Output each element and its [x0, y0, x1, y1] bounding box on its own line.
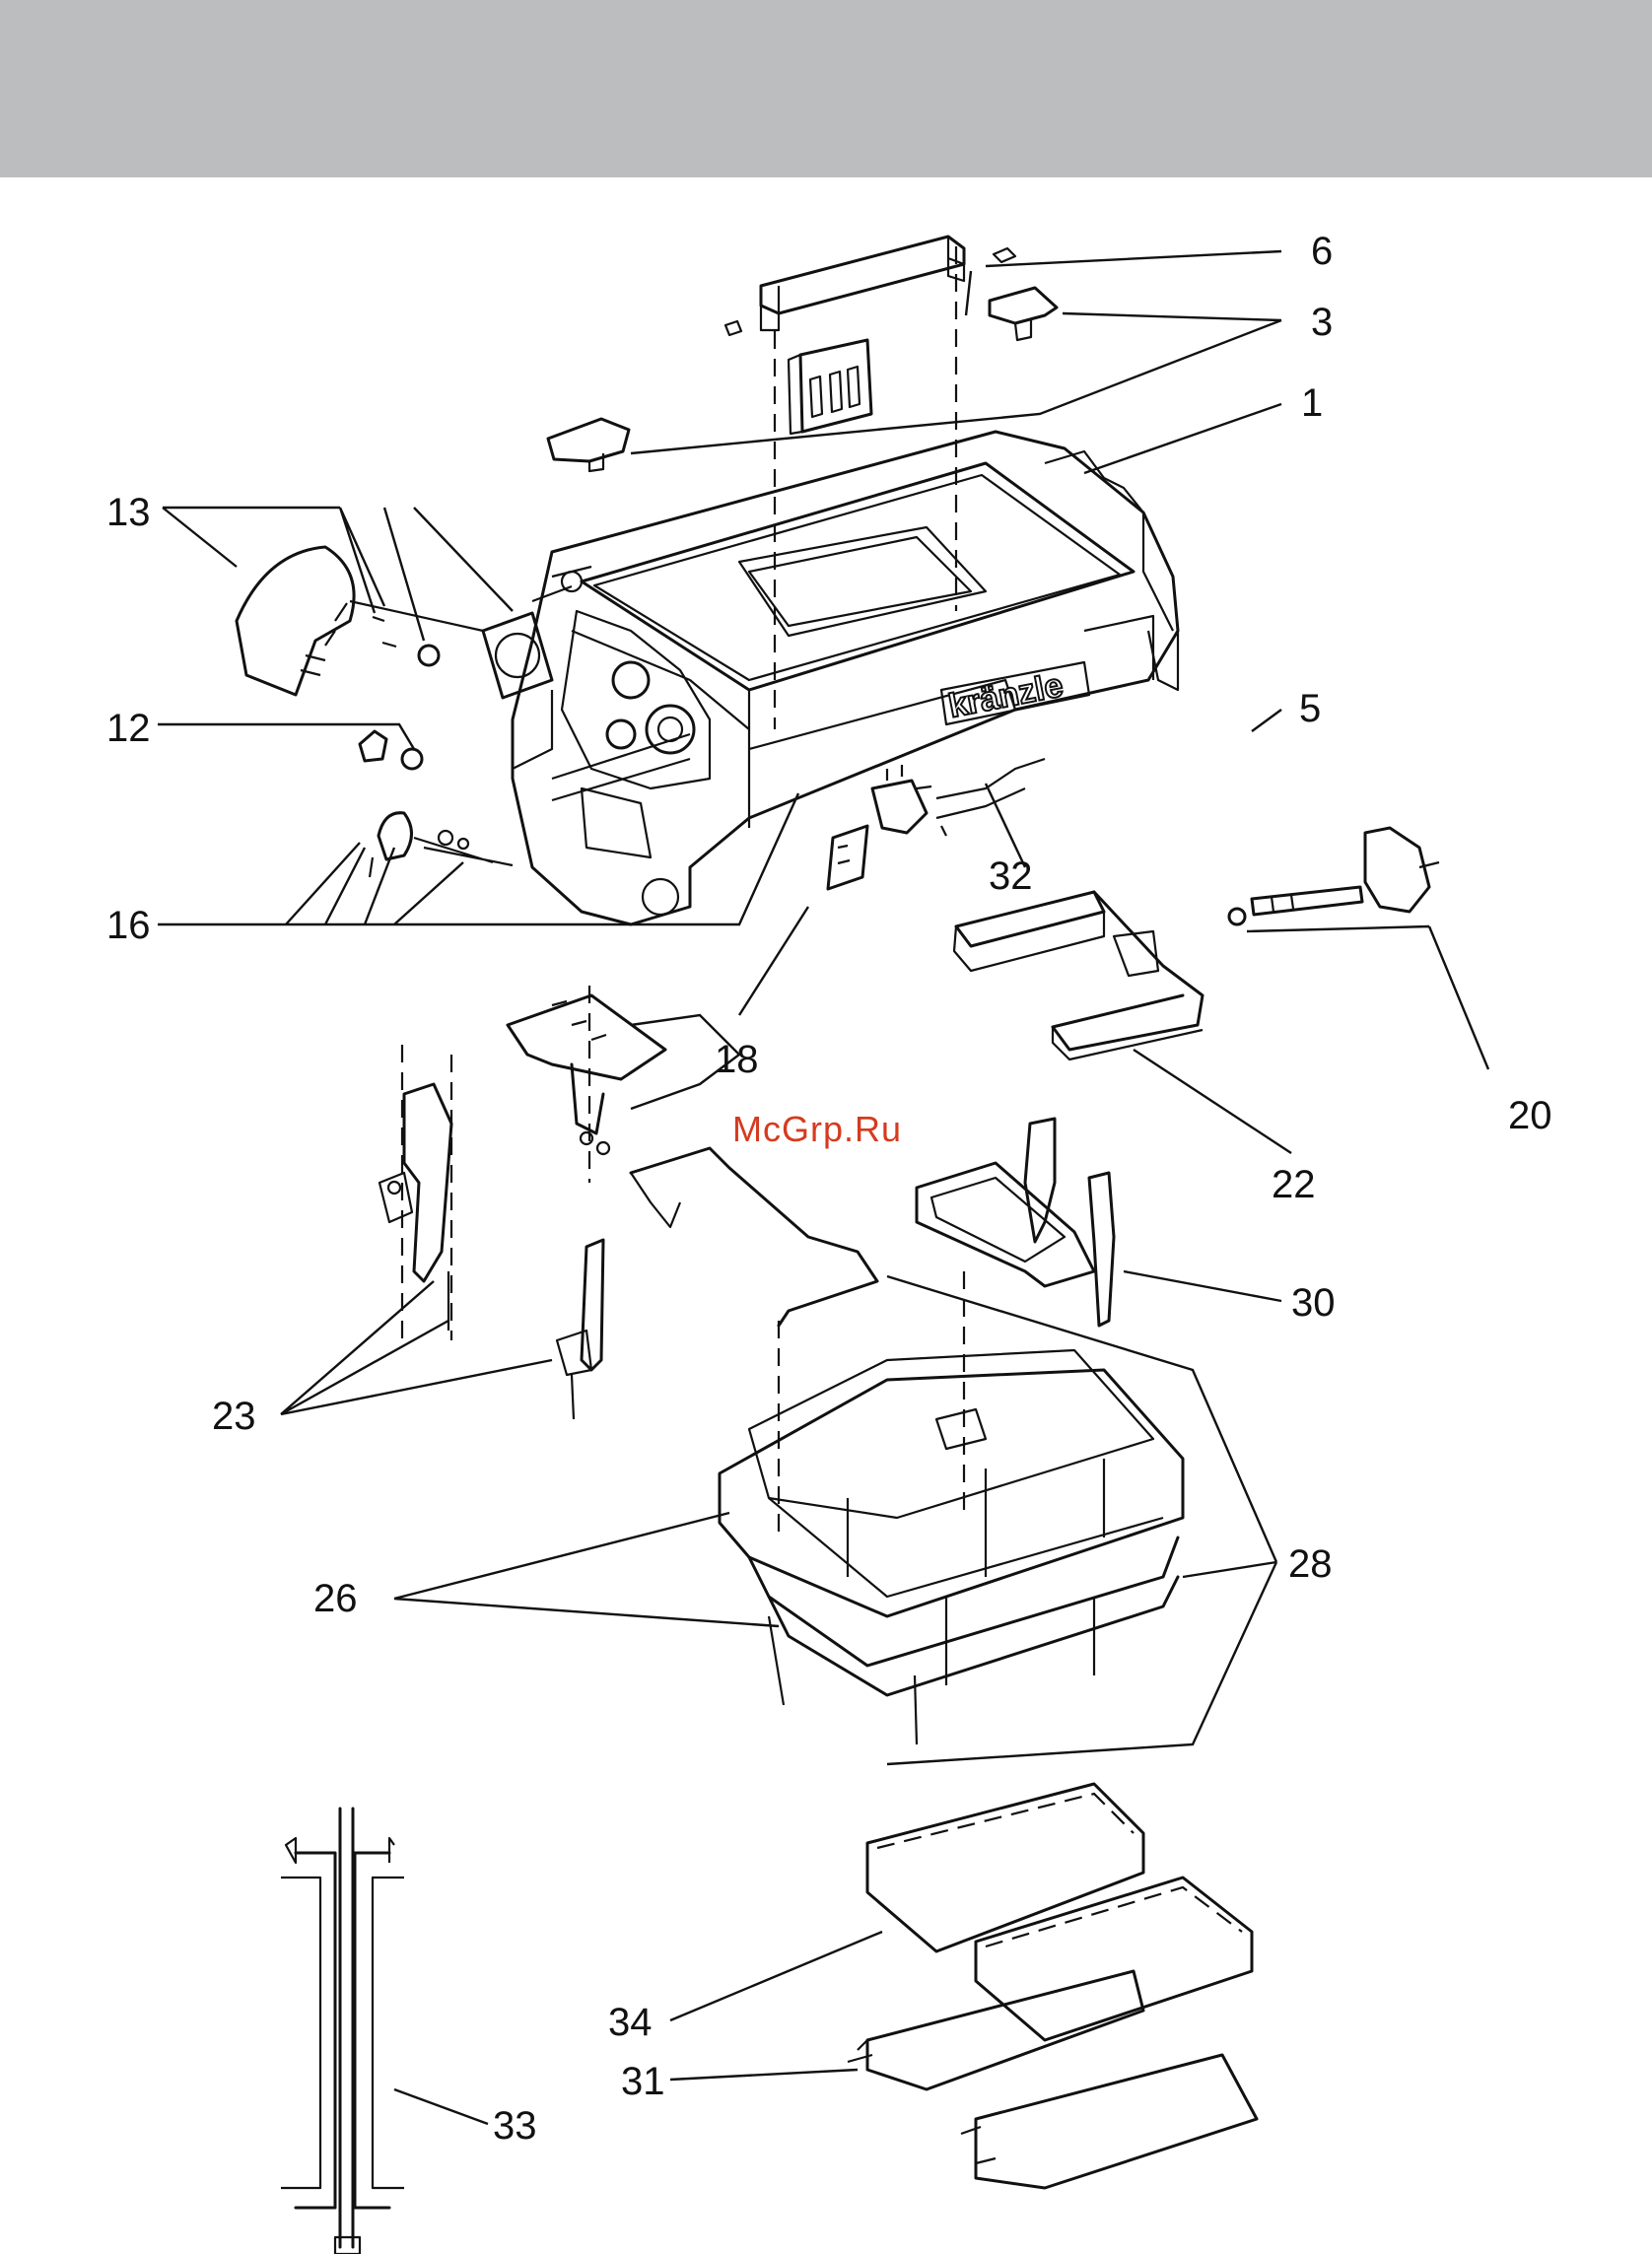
callout-20: 20: [1508, 1094, 1552, 1137]
callout-23: 23: [212, 1395, 256, 1438]
callout-18: 18: [715, 1038, 759, 1081]
side-cover-part: [237, 547, 552, 698]
callout-3: 3: [1311, 301, 1333, 344]
control-insert: [789, 340, 871, 434]
brand-logo: kränzle: [945, 666, 1066, 725]
callout-1: 1: [1301, 381, 1323, 425]
callout-26: 26: [313, 1577, 358, 1620]
cable-hook-part: [1229, 828, 1439, 924]
callout-32: 32: [989, 854, 1033, 898]
callout-30: 30: [1291, 1281, 1336, 1325]
base-tray: [720, 1350, 1183, 1744]
callout-13: 13: [106, 491, 151, 534]
callout-5: 5: [1299, 687, 1321, 730]
callout-22: 22: [1272, 1163, 1316, 1206]
callout-34: 34: [608, 2001, 653, 2044]
handle-part: [725, 237, 1015, 335]
callout-12: 12: [106, 707, 151, 750]
callouts: 6 3 1 13 5 12 32 16 20 18 22 30 23 28 26…: [106, 230, 1552, 2148]
cable-storage-part: [954, 892, 1203, 1059]
assembly-axes: [402, 246, 964, 1537]
circuit-board-part: [508, 995, 665, 1154]
callout-6: 6: [1311, 230, 1333, 273]
knob-part: [360, 731, 513, 877]
callout-16: 16: [106, 904, 151, 947]
main-hood: kränzle: [513, 432, 1178, 924]
frame-part: [631, 1119, 1114, 1326]
side-bracket-part: [379, 1084, 603, 1419]
callout-31: 31: [621, 2060, 665, 2103]
callout-28: 28: [1288, 1542, 1333, 1586]
watermark-text: McGrp.Ru: [732, 1109, 902, 1149]
cable-harness-part: [281, 1809, 404, 2254]
trays-part: [848, 1784, 1257, 2188]
callout-33: 33: [493, 2104, 537, 2148]
